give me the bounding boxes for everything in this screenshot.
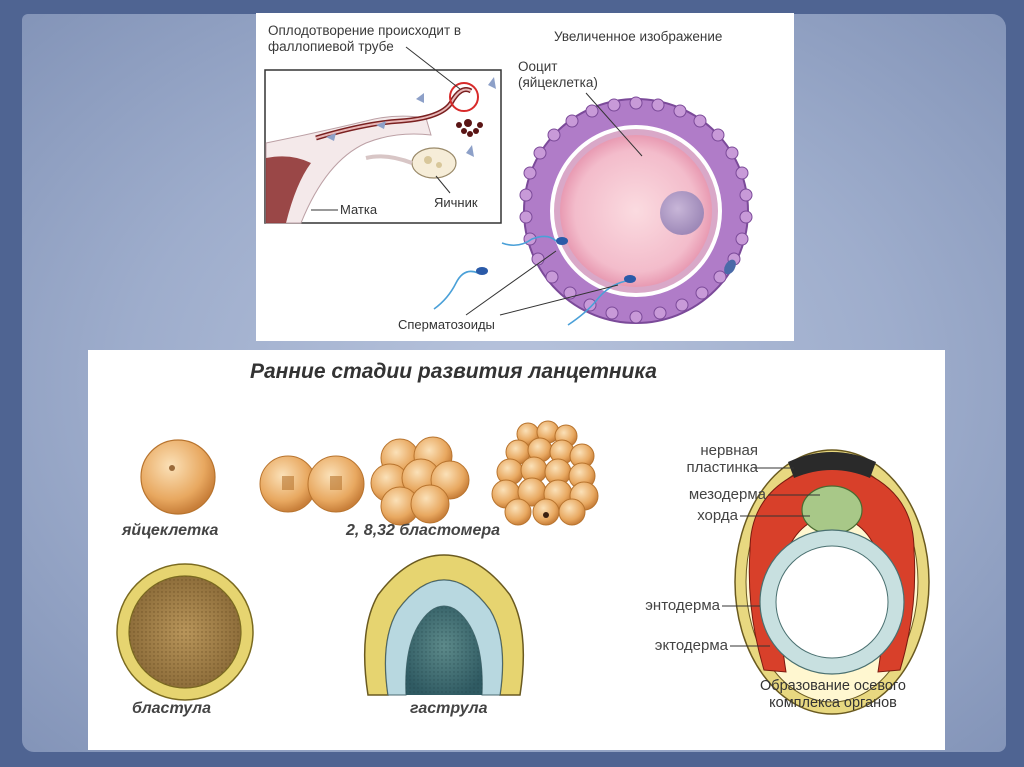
oocyte-label: Ооцит (яйцеклетка) — [518, 59, 598, 91]
sperm-cells — [433, 235, 627, 326]
eight-blastomeres — [370, 436, 470, 526]
uterus-label: Матка — [340, 202, 378, 217]
follicle-cells — [519, 96, 753, 324]
ovary-shape — [411, 147, 457, 179]
fertilization-title-line2: фаллопиевой трубе — [268, 39, 394, 54]
ectoderm-label: эктодерма — [654, 637, 728, 654]
blastomere-label: 2, 8,32 бластомера — [346, 522, 501, 539]
notochord-shape — [801, 485, 863, 535]
mesoderm-label: мезодерма — [688, 486, 766, 503]
gastrula — [363, 554, 525, 696]
thirty-two-blastomeres — [491, 420, 599, 526]
axial-caption-line2: комплекса органов — [769, 695, 897, 711]
fimbriae — [456, 119, 483, 137]
lancelet-development-panel: Ранние стадии развития ланцетника яйцекл… — [88, 350, 945, 750]
fertilization-title-line1: Оплодотворение происходит в — [268, 23, 462, 38]
neural-plate-line1: нервная — [700, 442, 758, 459]
fertilization-title: Оплодотворение происходит в фаллопиевой … — [268, 23, 461, 55]
egg-cell — [140, 439, 216, 515]
flow-arrows — [326, 77, 496, 157]
gastrula-label: гаструла — [410, 700, 488, 717]
lancelet-development-illustration — [116, 420, 930, 715]
blastula — [116, 563, 254, 701]
chord-label: хорда — [697, 507, 738, 524]
fertilization-panel: Оплодотворение происходит в фаллопиевой … — [256, 13, 794, 341]
axial-complex-caption: Образование осевого комплекса органов — [728, 678, 938, 712]
egg-label: яйцеклетка — [122, 522, 219, 539]
oocyte-cytoplasm — [560, 135, 712, 287]
magnified-label: Увеличенное изображение — [554, 29, 723, 44]
label-leaders — [722, 467, 820, 647]
fertilization-illustration — [264, 46, 753, 326]
fertilization-site-marker — [449, 82, 479, 112]
two-blastomeres — [259, 455, 365, 513]
axial-caption-line1: Образование осевого — [760, 678, 906, 694]
endoderm-label: энтодерма — [645, 597, 720, 614]
neural-plate-shape — [788, 452, 876, 478]
oocyte-label-line1: Ооцит — [518, 59, 558, 74]
neural-plate-label: нервная пластинка — [668, 442, 758, 476]
sperm-label: Сперматозоиды — [398, 317, 495, 332]
neural-plate-line2: пластинка — [686, 459, 758, 476]
oocyte-nucleus — [660, 191, 704, 235]
blastula-label: бластула — [132, 700, 212, 717]
ovary-label: Яичник — [434, 195, 478, 210]
lancelet-title: Ранние стадии развития ланцетника — [250, 360, 657, 383]
oocyte-label-line2: (яйцеклетка) — [518, 75, 598, 90]
